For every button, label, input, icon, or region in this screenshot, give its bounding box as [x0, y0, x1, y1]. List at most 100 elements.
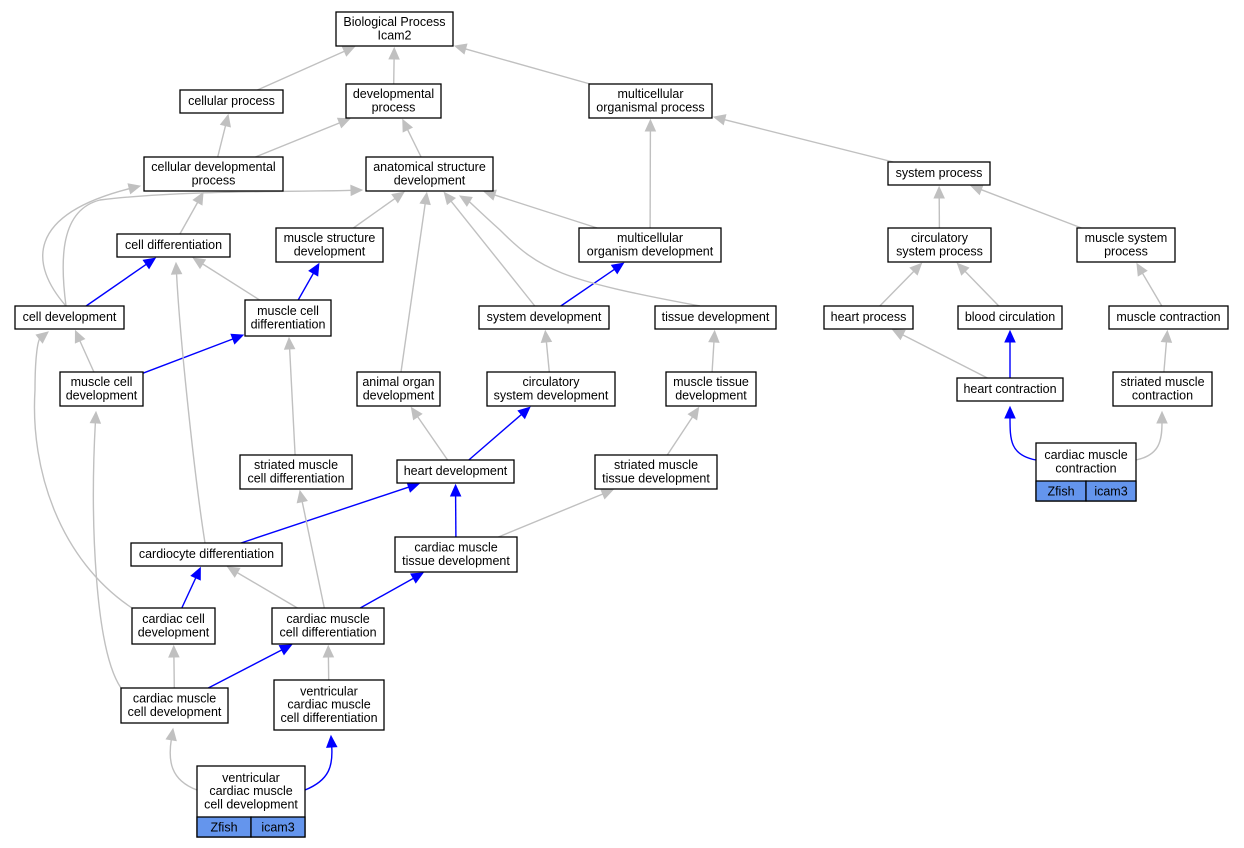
arrowhead [283, 336, 296, 350]
edge-line [257, 50, 346, 91]
arrowhead [296, 489, 308, 504]
edge-line [179, 201, 199, 235]
node-box [273, 679, 385, 731]
node-label-line: cardiac muscle [209, 784, 292, 798]
node-cell-development[interactable]: cell development [14, 305, 125, 330]
node-box [345, 83, 442, 119]
node-box [239, 454, 353, 490]
edge-multicellular-organism-development-to-multicellular-organismal-process [644, 118, 657, 229]
edges-layer [33, 43, 1173, 791]
node-label-line: cell development [204, 798, 298, 812]
edge-line [352, 197, 397, 229]
species-tag-cell[interactable] [250, 816, 306, 838]
node-label-line: cell development [128, 705, 222, 719]
node-label-line: ventricular [300, 684, 358, 698]
edge-line [92, 421, 122, 689]
node-system-development[interactable]: system development [478, 305, 610, 330]
edge-line [468, 413, 523, 461]
node-label-line: process [1104, 244, 1148, 258]
node-heart-contraction[interactable]: heart contraction [956, 377, 1064, 402]
node-box [1112, 371, 1213, 407]
node-label-line: differentiation [251, 317, 326, 331]
edge-ventricular-cardiac-muscle-cell-development-to-ventricular-cardiac-muscle-cell-differentiation [304, 734, 338, 791]
node-tissue-development[interactable]: tissue development [654, 305, 777, 330]
arrowhead [165, 727, 177, 742]
node-cellular-process[interactable]: cellular process [179, 89, 284, 114]
edge-cardiac-cell-development-to-cell-development [33, 331, 133, 609]
node-label-line: muscle tissue [673, 375, 749, 389]
node-box [130, 542, 283, 567]
arrowhead [322, 644, 335, 658]
node-box [823, 305, 914, 330]
node-heart-development[interactable]: heart development [396, 459, 515, 484]
node-box [356, 371, 441, 407]
node-label-line: tissue development [662, 310, 770, 324]
node-blood-circulation[interactable]: blood circulation [957, 305, 1063, 330]
node-label-line: animal organ [362, 375, 434, 389]
arrowhead [170, 261, 183, 275]
arrowhead [891, 329, 906, 341]
arrowhead [1156, 410, 1168, 424]
node-label-line: cardiac muscle [133, 692, 216, 706]
node-box [271, 607, 385, 645]
arrowhead [350, 184, 364, 197]
edge-line [85, 263, 148, 307]
node-label-line: muscle cell [71, 375, 133, 389]
node-label-line: cell differentiation [280, 711, 377, 725]
node-label-line: tissue development [402, 554, 510, 568]
node-label-line: cellular process [188, 94, 275, 108]
species-tag-label: Zfish [1047, 485, 1074, 499]
edge-line [288, 347, 296, 456]
arrowhead [483, 189, 497, 201]
node-label-line: cardiac muscle [1044, 448, 1127, 462]
node-label-line: organismal process [596, 100, 704, 114]
species-tag-cell[interactable] [1085, 480, 1137, 502]
node-cardiocyte-differentiation[interactable]: cardiocyte differentiation [130, 542, 283, 567]
arrowhead [909, 262, 923, 276]
node-label-line: development [675, 388, 747, 402]
node-label-line: striated muscle [614, 458, 698, 472]
edge-heart-development-to-circulatory-system-development [468, 406, 531, 461]
node-heart-process[interactable]: heart process [823, 305, 914, 330]
arrowhead [326, 734, 338, 748]
node-label-line: multicellular [618, 87, 684, 101]
edge-cellular-developmental-process-to-developmental-process [255, 117, 351, 158]
arrowhead [388, 46, 400, 60]
node-box [887, 227, 992, 263]
node-label-line: cell differentiation [279, 625, 376, 639]
node-box [486, 371, 616, 407]
node-muscle-contraction[interactable]: muscle contraction [1108, 305, 1229, 330]
node-cell-differentiation[interactable]: cell differentiation [116, 233, 231, 258]
node-box [654, 305, 777, 330]
node-label-line: development [294, 244, 366, 258]
arrowhead [230, 333, 245, 345]
node-system-process[interactable]: system process [887, 161, 991, 186]
edge-line [175, 272, 206, 544]
edge-line [78, 339, 95, 373]
